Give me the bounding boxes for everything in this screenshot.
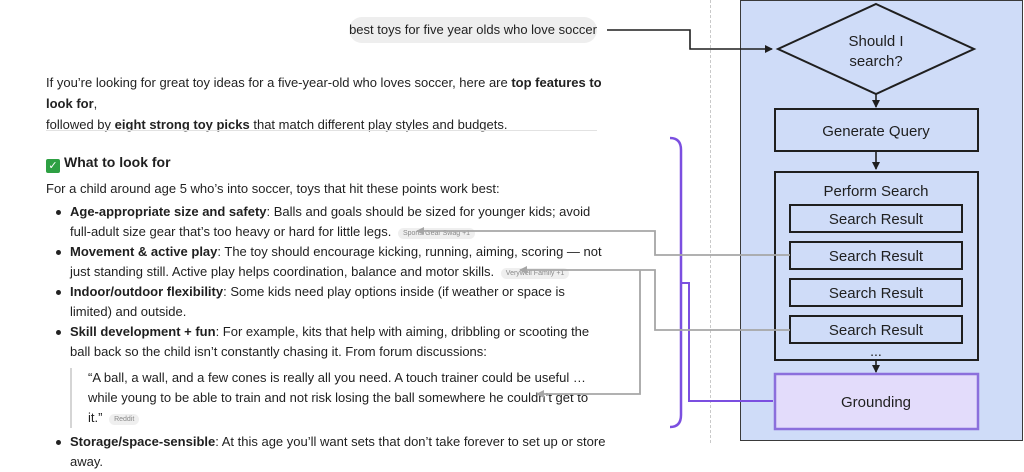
divider (46, 130, 597, 131)
generate-query-box (774, 108, 979, 152)
search-result-label: Search Result (829, 285, 924, 302)
quote-text: “A ball, a wall, and a few cones is real… (88, 370, 589, 425)
citation-arrow (536, 270, 641, 398)
criterion-term: Indoor/outdoor flexibility (70, 284, 224, 299)
flowchart: Should I search? Generate Query Perform … (416, 2, 980, 431)
grounding-connector (681, 282, 773, 402)
intro-text: If you’re looking for great toy ideas fo… (46, 75, 512, 90)
list-item: Skill development + fun: For example, ki… (46, 322, 606, 428)
decision-label-line1: Should I (848, 33, 903, 50)
section-intro: For a child around age 5 who’s into socc… (46, 181, 500, 196)
query-arrow (607, 29, 773, 53)
intro-bold-picks: eight strong toy picks (114, 117, 250, 132)
criterion-term: Age-appropriate size and safety (70, 204, 267, 219)
list-item: Age-appropriate size and safety: Balls a… (46, 202, 606, 242)
list-item: Movement & active play: The toy should e… (46, 242, 606, 282)
search-result-label: Search Result (829, 322, 924, 339)
search-result-box (789, 204, 963, 233)
search-result-label: Search Result (829, 211, 924, 228)
criterion-text: : Balls and goals should be sized for yo… (70, 204, 591, 239)
heading-text: What to look for (64, 154, 171, 170)
ellipsis: ... (870, 343, 882, 359)
search-result-box (789, 241, 963, 270)
citation-chip[interactable]: Reddit (109, 414, 140, 425)
decision-label-line2: search? (849, 53, 902, 70)
checkmark-icon: ✓ (46, 159, 60, 173)
citation-chip[interactable]: Sports Gear Swag +1 (397, 228, 476, 239)
search-result-label: Search Result (829, 248, 924, 265)
forum-quote: “A ball, a wall, and a few cones is real… (70, 368, 606, 428)
perform-search-label: Perform Search (823, 183, 928, 200)
query-bubble: best toys for five year olds who love so… (349, 17, 597, 43)
intro-text: followed by (46, 117, 115, 132)
section-heading: ✓ What to look for (46, 152, 171, 173)
dashed-separator (710, 0, 711, 443)
answer-bracket (669, 136, 683, 429)
grounding-box (773, 372, 980, 431)
intro-text: that match different play styles and bud… (249, 117, 508, 132)
criterion-text: : Some kids need play options inside (if… (70, 284, 565, 319)
grounding-label: Grounding (841, 394, 911, 411)
criterion-term: Skill development + fun (70, 324, 216, 339)
intro-paragraph: If you’re looking for great toy ideas fo… (46, 72, 626, 135)
intro-bold-features: top features to look for (46, 75, 602, 111)
list-item: Indoor/outdoor flexibility: Some kids ne… (46, 282, 606, 322)
citation-arrow (416, 227, 790, 256)
citation-chip[interactable]: Verywell Family +1 (500, 268, 570, 279)
criterion-text: : For example, kits that help with aimin… (70, 324, 590, 359)
criterion-term: Movement & active play (70, 244, 218, 259)
citation-arrow (519, 266, 790, 331)
generate-query-label: Generate Query (822, 123, 930, 140)
criteria-list: Age-appropriate size and safety: Balls a… (46, 202, 606, 472)
criterion-text: : The toy should encourage kicking, runn… (70, 244, 602, 279)
search-result-box (789, 278, 963, 307)
intro-text: , (93, 96, 98, 111)
